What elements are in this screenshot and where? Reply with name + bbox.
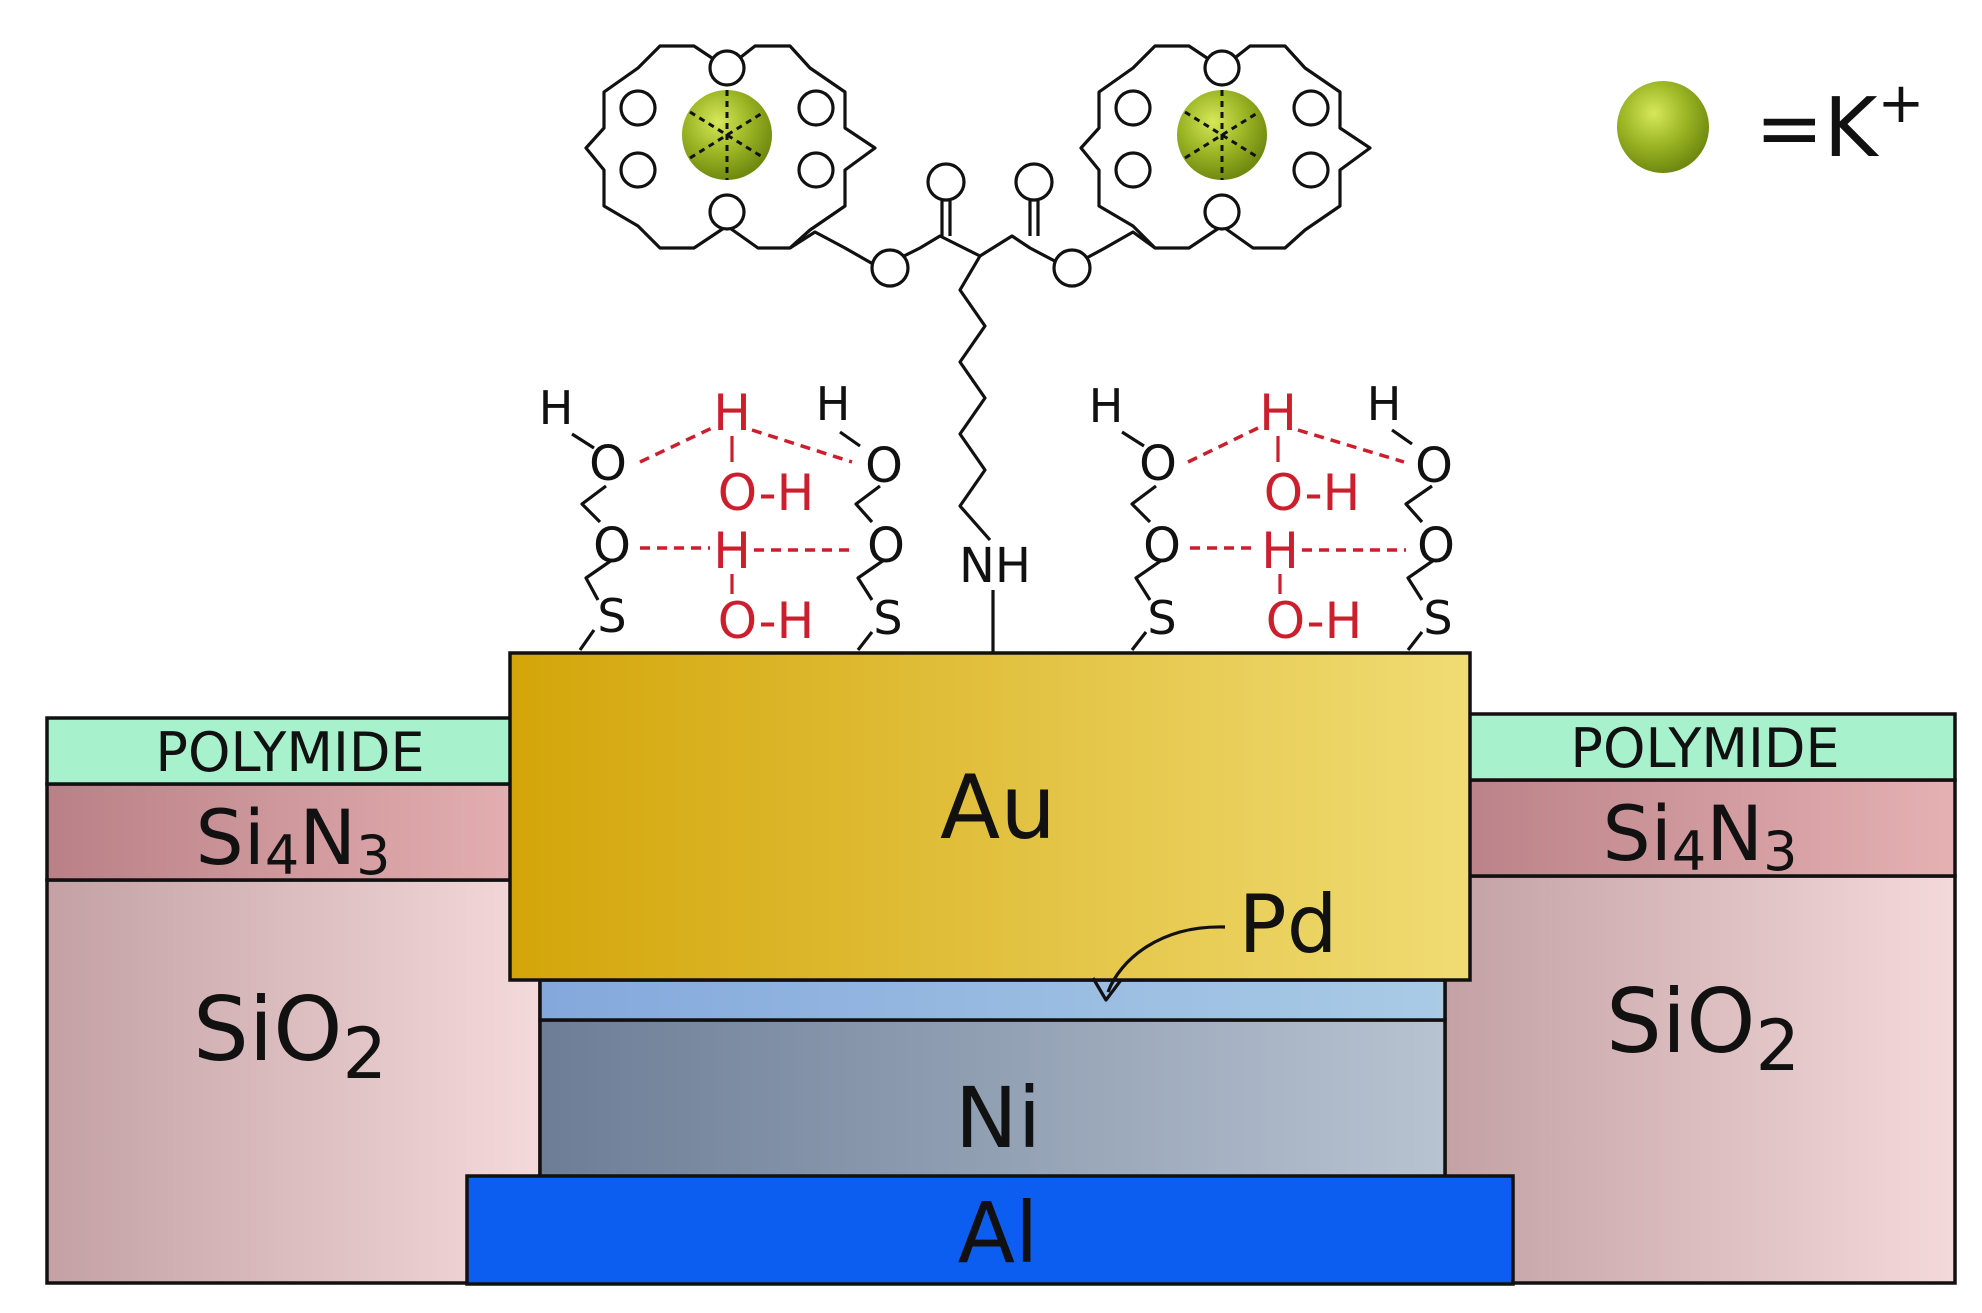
thiol-chain-right-a <box>1121 430 1163 651</box>
s-atom: S <box>1147 591 1176 645</box>
hydrogen-bond <box>639 426 713 464</box>
polymide-label-left: POLYMIDE <box>155 721 424 784</box>
o-atom: O <box>593 518 631 574</box>
o-atom: O <box>589 436 627 492</box>
layer-stack <box>45 651 1957 1286</box>
si4n3-block-left <box>45 782 542 882</box>
ni-label: Ni <box>955 1069 1041 1167</box>
al-layer <box>465 1174 1515 1286</box>
sio2-block-left <box>45 878 542 1285</box>
si4n3-block-right <box>1443 778 1957 878</box>
polymide-block-left <box>45 716 542 786</box>
pd-pointer-arrowhead <box>1091 977 1123 1002</box>
water-oh: O-H <box>718 464 814 522</box>
pd-label: Pd <box>1238 878 1337 971</box>
ring-oxygen-atoms <box>619 49 1330 288</box>
pd-pointer-arrow <box>1106 925 1226 993</box>
water-h: H <box>713 522 751 580</box>
thiol-chain-right-b <box>1391 428 1435 651</box>
crown-ether-receptor: NH <box>584 44 1372 653</box>
sio2-label-left: SiO2 <box>193 978 387 1095</box>
water-h: H <box>1259 384 1297 442</box>
water-h: H <box>1261 522 1299 580</box>
si4n3-label-left: Si4N3 <box>196 793 391 887</box>
thiol-water-cluster-right: H O O S H O O S H O-H H O-H <box>1089 377 1455 651</box>
hydrogen-bond <box>1187 426 1259 464</box>
au-layer <box>508 651 1472 982</box>
al-label: Al <box>958 1184 1039 1282</box>
legend: =K+ <box>1617 71 1924 176</box>
h-atom: H <box>816 377 851 431</box>
s-atom: S <box>1423 591 1452 645</box>
polymide-label-right: POLYMIDE <box>1570 717 1839 780</box>
au-label: Au <box>940 756 1056 859</box>
pd-layer <box>538 978 1447 1022</box>
water-h: H <box>713 384 751 442</box>
sio2-block-right <box>1443 874 1957 1285</box>
thiol-chain-left-b <box>839 430 885 651</box>
o-atom: O <box>867 518 905 574</box>
alkyl-chain <box>958 255 992 542</box>
legend-label: =K+ <box>1755 71 1924 176</box>
o-atom: O <box>1139 436 1177 492</box>
h-atom: H <box>1367 377 1402 431</box>
o-atom: O <box>1417 518 1455 574</box>
water-oh: O-H <box>1264 464 1360 522</box>
si4n3-label-right: Si4N3 <box>1603 789 1798 883</box>
s-atom: S <box>873 591 902 645</box>
hydrogen-bond <box>751 428 853 464</box>
o-atom: O <box>1415 438 1453 494</box>
sio2-label-right: SiO2 <box>1606 970 1800 1087</box>
ester-linkage <box>789 230 1156 270</box>
s-atom: S <box>597 589 626 643</box>
potassium-legend-icon <box>1617 81 1709 173</box>
o-atom: O <box>865 438 903 494</box>
o-atom: O <box>1143 518 1181 574</box>
h-atom: H <box>539 381 574 435</box>
hydrogen-bond <box>1297 428 1405 464</box>
thiol-water-cluster-left: H O O S H O O S H O-H H O-H <box>539 377 905 651</box>
amine-label: NH <box>959 538 1031 594</box>
water-oh: O-H <box>718 592 814 650</box>
coordination-dashes <box>689 90 1260 180</box>
h-atom: H <box>1089 379 1124 433</box>
thiol-chain-left-a <box>571 432 613 651</box>
water-oh: O-H <box>1266 592 1362 650</box>
